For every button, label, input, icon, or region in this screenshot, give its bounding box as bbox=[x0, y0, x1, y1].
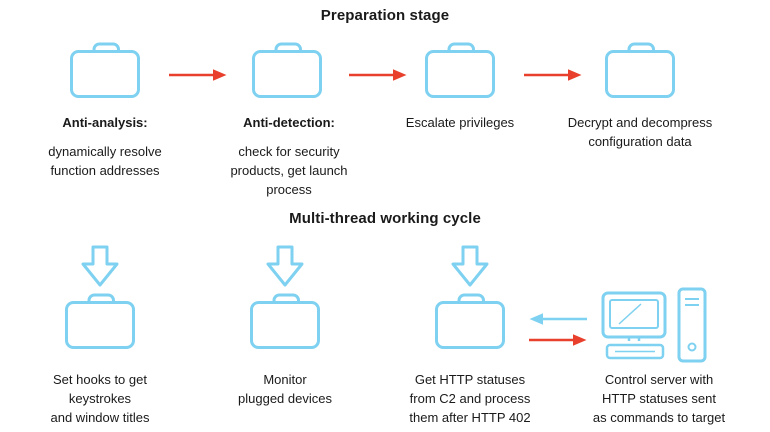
folder-icon-anti-detection bbox=[250, 40, 324, 105]
step-label-decrypt-config: Decrypt and decompress configuration dat… bbox=[545, 113, 735, 151]
left-arrow-icon bbox=[528, 312, 588, 331]
down-arrow-icon bbox=[80, 245, 120, 293]
step-desc: Escalate privileges bbox=[405, 115, 515, 130]
thread-desc: Control server with HTTP statuses sent a… bbox=[592, 372, 726, 425]
folder-icon-decrypt-config bbox=[603, 40, 677, 105]
step-desc: dynamically resolve function addresses bbox=[48, 144, 162, 178]
step-label-escalate-privileges: Escalate privileges bbox=[375, 113, 545, 132]
control-server-label: Control server with HTTP statuses sent a… bbox=[557, 370, 761, 427]
step-heading: Anti-analysis: bbox=[62, 115, 148, 130]
step-label-anti-analysis: Anti-analysis: dynamically resolve funct… bbox=[20, 113, 190, 180]
thread-desc: Monitor plugged devices bbox=[238, 372, 332, 406]
folder-icon-escalate-privileges bbox=[423, 40, 497, 105]
folder-icon-anti-analysis bbox=[68, 40, 142, 105]
down-arrow-icon bbox=[450, 245, 490, 293]
step-heading: Anti-detection: bbox=[243, 115, 335, 130]
right-arrow-icon bbox=[523, 68, 583, 87]
right-arrow-icon bbox=[168, 68, 228, 87]
step-label-anti-detection: Anti-detection: check for security produ… bbox=[204, 113, 374, 199]
step-desc: Decrypt and decompress configuration dat… bbox=[567, 115, 713, 149]
thread-label-monitor-devices: Monitor plugged devices bbox=[195, 370, 375, 408]
thread-desc: Set hooks to get keystrokes and window t… bbox=[50, 372, 150, 425]
down-arrow-icon bbox=[265, 245, 305, 293]
thread-label-hooks: Set hooks to get keystrokes and window t… bbox=[10, 370, 190, 427]
working-cycle-title: Multi-thread working cycle bbox=[289, 210, 481, 227]
step-desc: check for security products, get launch … bbox=[230, 144, 348, 197]
thread-label-http-statuses: Get HTTP statuses from C2 and process th… bbox=[375, 370, 565, 427]
thread-desc: Get HTTP statuses from C2 and process th… bbox=[409, 372, 531, 425]
right-arrow-icon bbox=[348, 68, 408, 87]
folder-icon-http-statuses bbox=[433, 291, 507, 356]
folder-icon-hooks bbox=[63, 291, 137, 356]
preparation-stage-title: Preparation stage bbox=[320, 7, 450, 24]
right-arrow-icon bbox=[528, 333, 588, 352]
control-server-icon bbox=[599, 287, 711, 372]
folder-icon-monitor-devices bbox=[248, 291, 322, 356]
